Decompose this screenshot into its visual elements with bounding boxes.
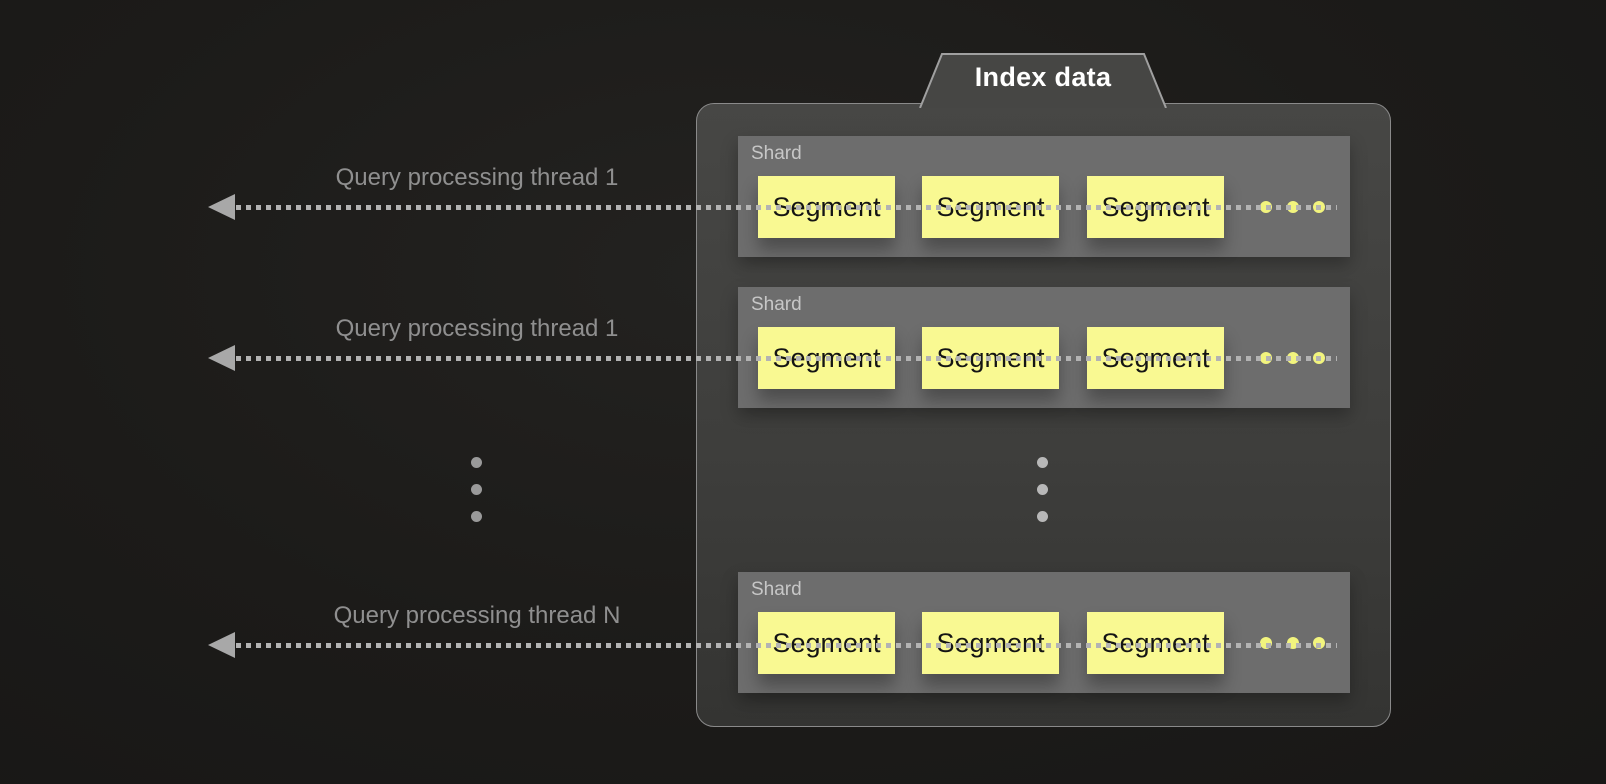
shard-label: Shard	[751, 143, 802, 164]
query-thread-label: Query processing thread 1	[335, 315, 619, 342]
dotted-arrow-line	[236, 643, 1337, 648]
shard-box-1: Shard Segment Segment Segment	[738, 136, 1350, 257]
vertical-ellipsis-icon	[1037, 511, 1048, 522]
arrow-left-icon	[208, 194, 235, 220]
shard-label: Shard	[751, 294, 802, 315]
index-data-tab-shape	[919, 53, 1167, 108]
vertical-ellipsis-icon	[1037, 484, 1048, 495]
vertical-ellipsis-icon	[471, 484, 482, 495]
dotted-arrow-line	[236, 205, 1337, 210]
arrow-left-icon	[208, 345, 235, 371]
vertical-ellipsis-icon	[1037, 457, 1048, 468]
shard-box-n: Shard Segment Segment Segment	[738, 572, 1350, 693]
vertical-ellipsis-icon	[471, 457, 482, 468]
query-thread-label: Query processing thread 1	[335, 164, 619, 191]
shard-label: Shard	[751, 579, 802, 600]
shard-box-2: Shard Segment Segment Segment	[738, 287, 1350, 408]
dotted-arrow-line	[236, 356, 1337, 361]
query-thread-label: Query processing thread N	[333, 602, 621, 629]
arrow-left-icon	[208, 632, 235, 658]
vertical-ellipsis-icon	[471, 511, 482, 522]
index-data-tab-title: Index data	[974, 62, 1112, 92]
